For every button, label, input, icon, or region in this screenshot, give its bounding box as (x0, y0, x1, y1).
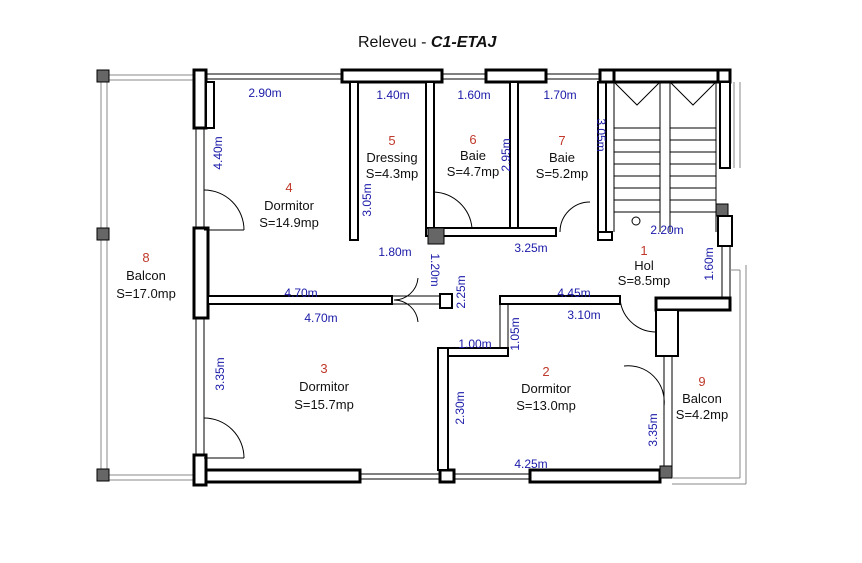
room-6-area: S=4.7mp (447, 164, 499, 179)
room-5-area: S=4.3mp (366, 166, 418, 181)
room-2-number: 2 (542, 364, 549, 379)
dim-room7-bottom: 3.25m (514, 241, 547, 255)
dim-stair-bottom: 2.20m (650, 223, 683, 237)
room-3-number: 3 (320, 361, 327, 376)
balcony-9-railing (672, 265, 747, 485)
doors (203, 189, 665, 459)
room-3-name: Dormitor (299, 379, 350, 394)
room-5-label: 5 Dressing S=4.3mp (366, 133, 418, 181)
dim-room4-top: 2.90m (248, 86, 281, 100)
dim-room4-side: 4.40m (211, 136, 225, 169)
dim-room2-step: 1.00m (458, 337, 491, 351)
staircase (613, 81, 717, 232)
room-1-name: Hol (634, 258, 654, 273)
dim-room5-side: 3.05m (360, 183, 374, 216)
plan-title: Releveu - C1-ETAJ (358, 34, 498, 51)
room-4-label: 4 Dormitor S=14.9mp (259, 180, 319, 230)
room-7-name: Baie (549, 150, 575, 165)
room-2-label: 2 Dormitor S=13.0mp (516, 364, 576, 413)
room-3-area: S=15.7mp (294, 397, 354, 412)
dim-mid-v: 2.25m (454, 275, 468, 308)
room-7-label: 7 Baie S=5.2mp (536, 133, 588, 181)
dim-room2-bottom: 4.25m (514, 457, 547, 471)
room-8-area: S=17.0mp (116, 286, 176, 301)
room-1-label: 1 Hol S=8.5mp (618, 243, 670, 288)
room-7-area: S=5.2mp (536, 166, 588, 181)
interior-walls (207, 68, 621, 471)
dim-mid-lower: 4.70m (304, 311, 337, 325)
room-1-number: 1 (640, 243, 647, 258)
room-9-name: Balcon (682, 391, 722, 406)
room-4-name: Dormitor (264, 198, 315, 213)
room-8-name: Balcon (126, 268, 166, 283)
dim-mid-upper: 4.70m (284, 286, 317, 300)
room-9-label: 9 Balcon S=4.2mp (676, 374, 728, 422)
room-8-number: 8 (142, 250, 149, 265)
dimension-labels: 2.90m 1.40m 1.60m 1.70m 2.20m 1.80m 3.25… (211, 86, 716, 471)
room-2-name: Dormitor (521, 381, 572, 396)
dim-small-v: 1.20m (428, 253, 442, 286)
room-9-number: 9 (698, 374, 705, 389)
room-3-label: 3 Dormitor S=15.7mp (294, 361, 354, 412)
dim-room6-side: 2.95m (499, 138, 513, 171)
dim-hol-lower: 3.10m (567, 308, 600, 322)
room-1-area: S=8.5mp (618, 273, 670, 288)
dim-room3-side: 3.35m (213, 357, 227, 390)
dim-hol-upper: 4.45m (557, 286, 590, 300)
room-7-number: 7 (558, 133, 565, 148)
room-4-number: 4 (285, 180, 292, 195)
room-6-label: 6 Baie S=4.7mp (447, 132, 499, 179)
room-8-label: 8 Balcon S=17.0mp (116, 250, 176, 301)
room-6-number: 6 (469, 132, 476, 147)
room-2-area: S=13.0mp (516, 398, 576, 413)
room-4-area: S=14.9mp (259, 215, 319, 230)
dim-room5-top: 1.40m (376, 88, 409, 102)
room-5-number: 5 (388, 133, 395, 148)
dim-balcon9-side: 3.35m (646, 413, 660, 446)
room-5-name: Dressing (366, 150, 417, 165)
dim-hol-passage: 1.80m (378, 245, 411, 259)
dim-room2-step-v: 1.05m (508, 317, 522, 350)
dim-hol-side: 1.60m (702, 247, 716, 280)
dim-stair-side: 3.05m (594, 118, 608, 151)
dim-room6-top: 1.60m (457, 88, 490, 102)
room-6-name: Baie (460, 148, 486, 163)
balcony-8-railing (96, 69, 196, 482)
dim-room2-side: 2.30m (453, 391, 467, 424)
room-9-area: S=4.2mp (676, 407, 728, 422)
dim-room7-top: 1.70m (543, 88, 576, 102)
